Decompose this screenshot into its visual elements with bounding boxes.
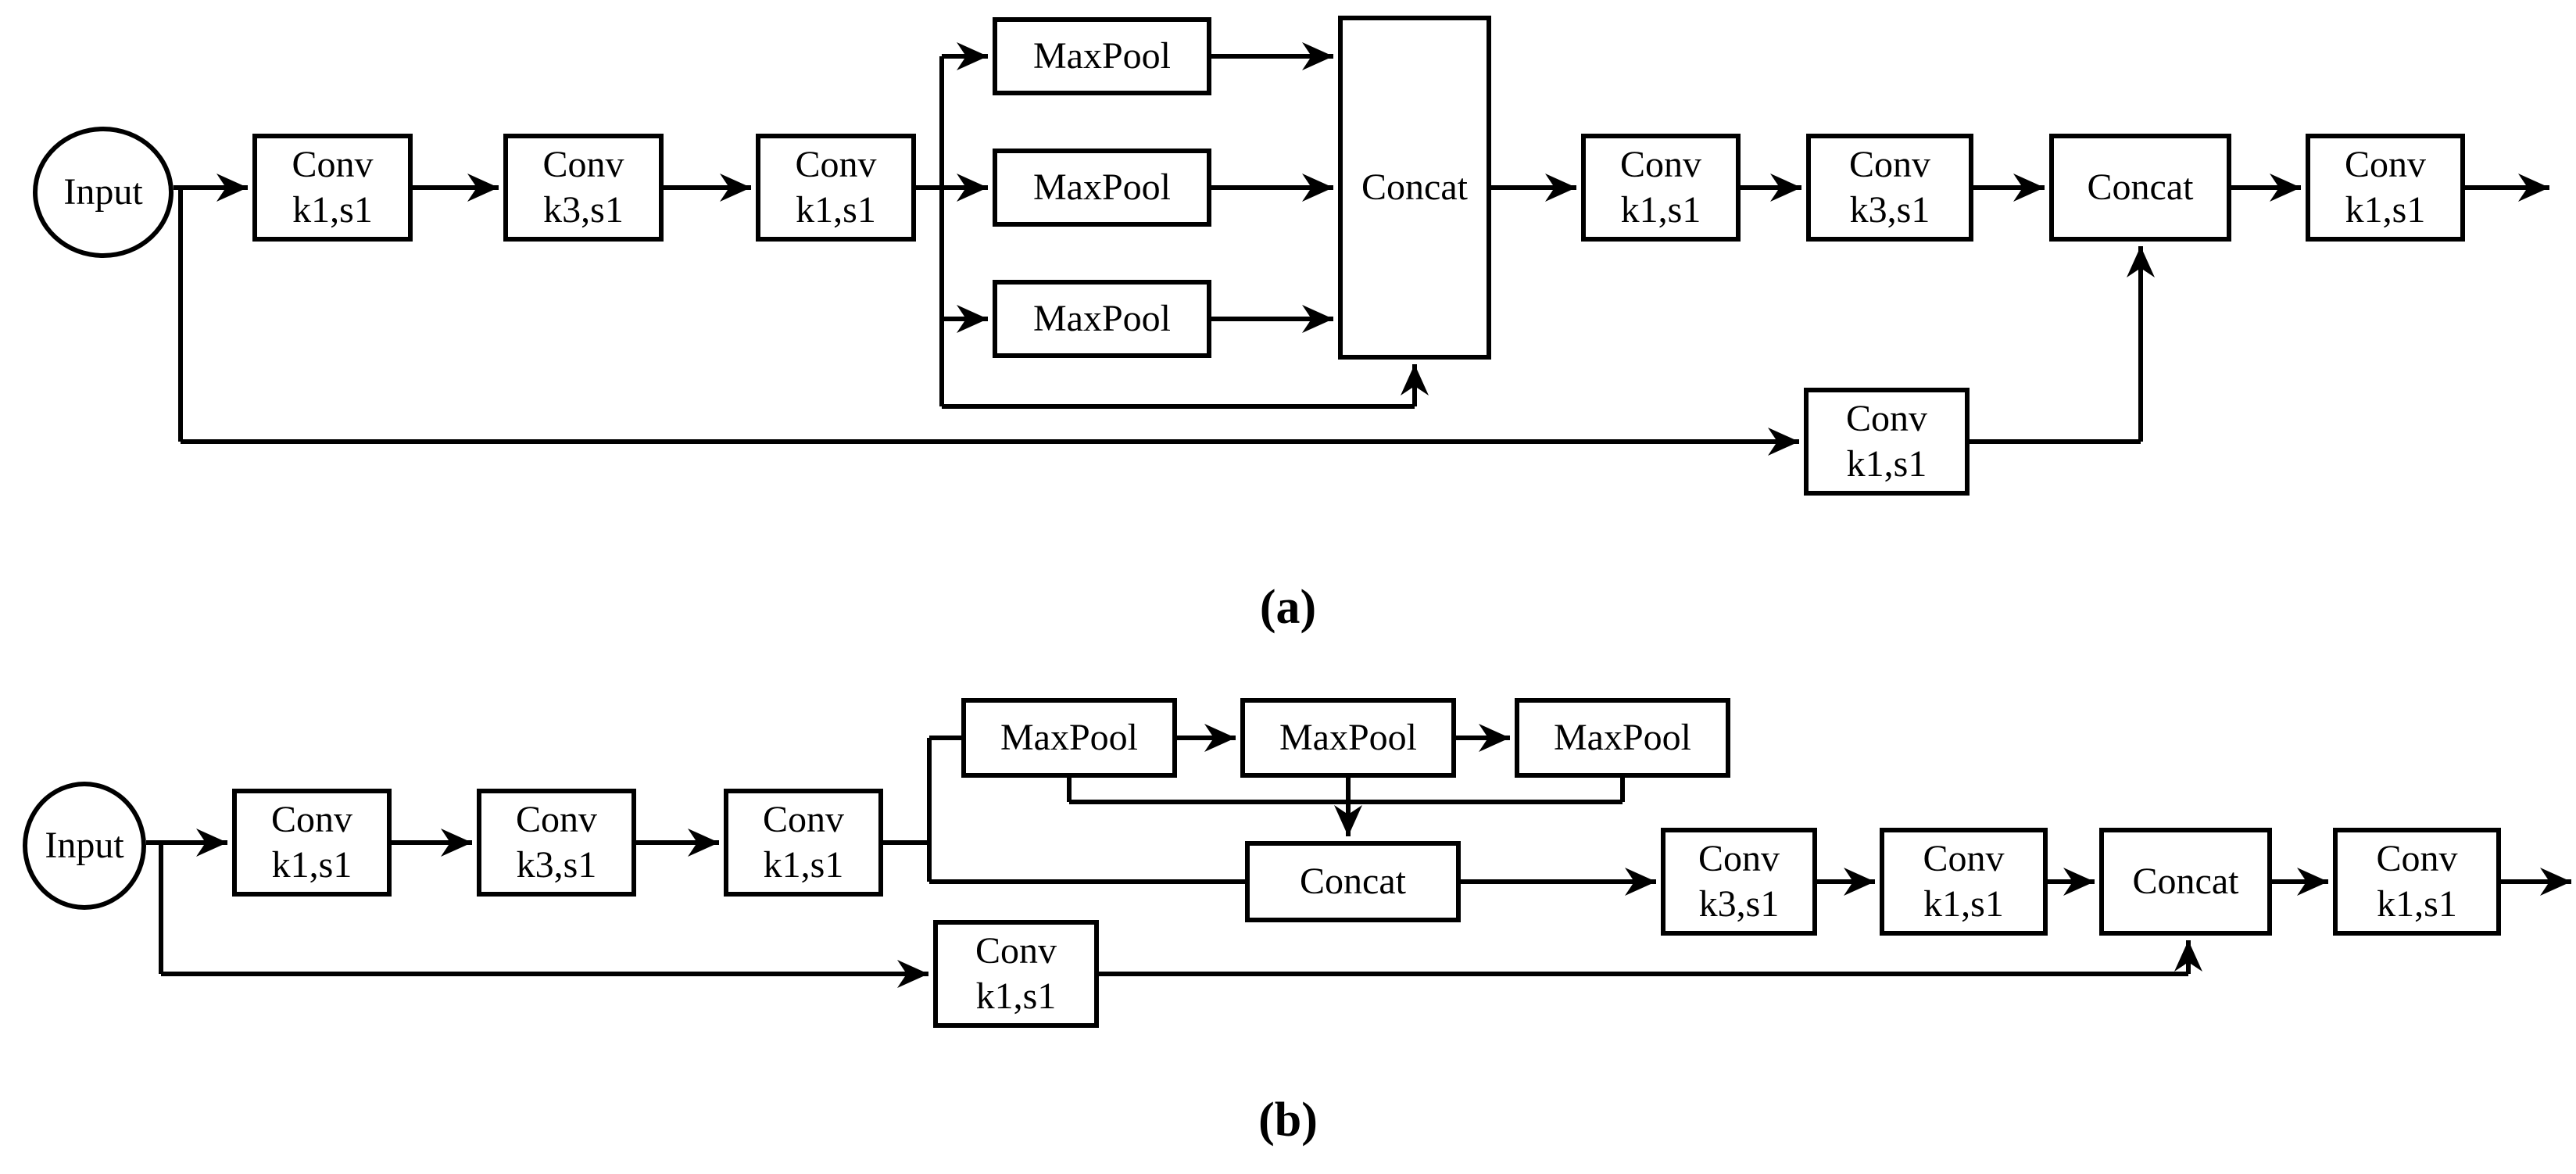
maxpool-block-a1: MaxPool <box>993 17 1211 95</box>
conv-params: k1,s1 <box>1923 883 2004 925</box>
maxpool-block-b3: MaxPool <box>1515 698 1730 778</box>
concat-block-a1: Concat <box>1338 16 1491 360</box>
concat-label: Concat <box>2132 861 2239 902</box>
maxpool-label: MaxPool <box>1032 166 1171 208</box>
maxpool-label: MaxPool <box>1000 717 1138 758</box>
conv-params: k1,s1 <box>2377 883 2457 925</box>
concat-block-a2: Concat <box>2049 134 2231 242</box>
conv-params: k1,s1 <box>2345 189 2426 231</box>
diagram-a-wires <box>174 42 2549 456</box>
maxpool-block-b2: MaxPool <box>1240 698 1456 778</box>
maxpool-label: MaxPool <box>1553 717 1691 758</box>
conv-block-b2: Conv k3,s1 <box>477 789 636 897</box>
conv-block-a3: Conv k1,s1 <box>756 134 916 242</box>
conv-block-b5: Conv k1,s1 <box>1880 828 2048 936</box>
conv-label: Conv <box>795 144 877 185</box>
conv-block-a-skip: Conv k1,s1 <box>1804 388 1970 496</box>
conv-label: Conv <box>515 799 597 840</box>
conv-params: k1,s1 <box>763 844 844 886</box>
conv-params: k3,s1 <box>1849 189 1930 231</box>
caption-b: (b) <box>1258 1093 1318 1147</box>
conv-block-b1: Conv k1,s1 <box>232 789 392 897</box>
conv-label: Conv <box>1845 398 1927 439</box>
conv-label: Conv <box>762 799 844 840</box>
conv-label: Conv <box>2344 144 2426 185</box>
conv-block-b4: Conv k3,s1 <box>1661 828 1817 936</box>
conv-label: Conv <box>1619 144 1701 185</box>
conv-params: k3,s1 <box>516 844 597 886</box>
conv-block-b6: Conv k1,s1 <box>2333 828 2501 936</box>
conv-label: Conv <box>1923 838 2005 879</box>
conv-params: k1,s1 <box>271 844 352 886</box>
conv-params: k1,s1 <box>1620 189 1701 231</box>
conv-label: Conv <box>1848 144 1930 185</box>
conv-params: k1,s1 <box>1846 443 1927 485</box>
maxpool-label: MaxPool <box>1032 298 1171 339</box>
input-node-a: Input <box>33 127 174 258</box>
conv-block-a2: Conv k3,s1 <box>503 134 664 242</box>
conv-params: k3,s1 <box>1698 883 1780 925</box>
conv-params: k1,s1 <box>975 975 1057 1017</box>
maxpool-block-b1: MaxPool <box>961 698 1177 778</box>
conv-params: k3,s1 <box>543 189 624 231</box>
conv-label: Conv <box>542 144 624 185</box>
maxpool-label: MaxPool <box>1032 35 1171 77</box>
conv-block-a4: Conv k1,s1 <box>1581 134 1741 242</box>
input-label-b: Input <box>45 825 124 866</box>
concat-block-b1: Concat <box>1245 841 1461 922</box>
conv-block-b-skip: Conv k1,s1 <box>933 920 1099 1028</box>
conv-label: Conv <box>975 930 1057 972</box>
conv-params: k1,s1 <box>796 189 876 231</box>
conv-label: Conv <box>270 799 352 840</box>
conv-block-a5: Conv k3,s1 <box>1806 134 1973 242</box>
maxpool-block-a3: MaxPool <box>993 280 1211 358</box>
maxpool-label: MaxPool <box>1279 717 1417 758</box>
concat-block-b2: Concat <box>2099 828 2272 936</box>
input-label-a: Input <box>63 171 143 213</box>
conv-block-a1: Conv k1,s1 <box>252 134 413 242</box>
conv-label: Conv <box>2376 838 2458 879</box>
conv-params: k1,s1 <box>292 189 373 231</box>
maxpool-block-a2: MaxPool <box>993 149 1211 227</box>
conv-block-b3: Conv k1,s1 <box>724 789 883 897</box>
caption-a: (a) <box>1259 581 1317 634</box>
conv-label: Conv <box>292 144 374 185</box>
concat-label: Concat <box>2087 166 2194 208</box>
conv-label: Conv <box>1698 838 1780 879</box>
conv-block-a6: Conv k1,s1 <box>2306 134 2465 242</box>
concat-label: Concat <box>1300 861 1406 902</box>
input-node-b: Input <box>23 782 146 910</box>
diagram-b-wires <box>146 724 2571 988</box>
concat-label: Concat <box>1361 166 1468 208</box>
